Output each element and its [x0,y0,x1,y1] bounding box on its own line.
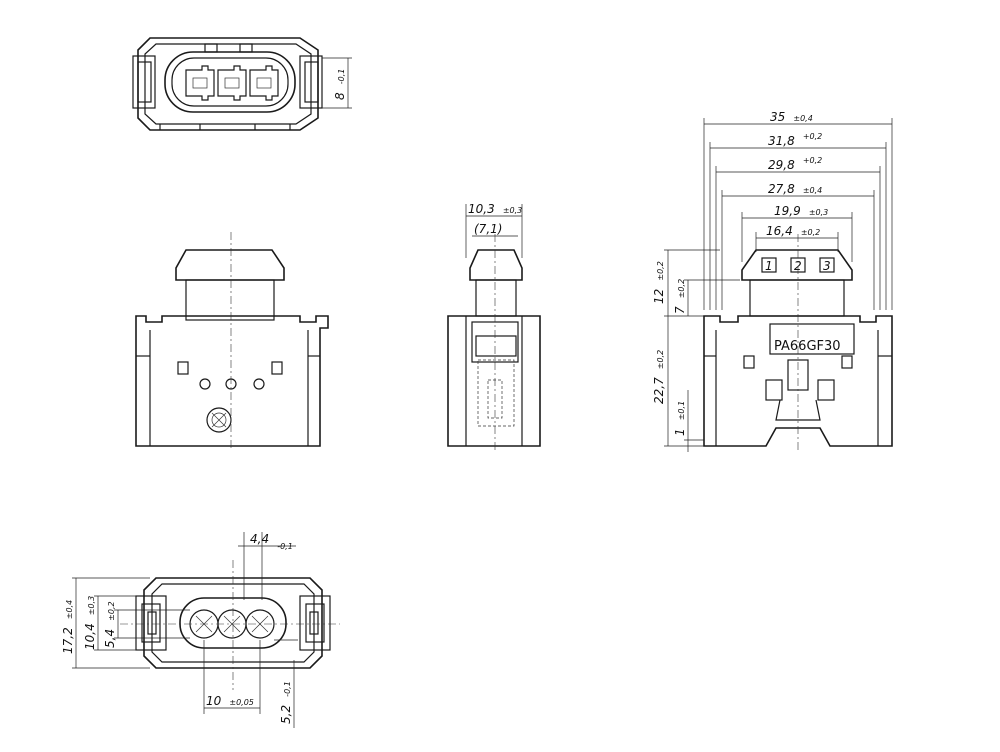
side-width-dim: 10,3 ±0,3 [468,198,522,217]
side-ref-dim: (7,1) [474,222,502,236]
pin-label-3: 3 [823,259,831,273]
dim-31-8: 31,8 +0,2 [768,130,822,149]
pin-label-1: 1 [765,259,773,273]
dim-7: 7 ±0,2 [669,279,688,314]
dim-16-4: 16,4 ±0,2 [766,220,820,239]
dim-22-7: 22,7 ±0,2 [648,350,667,404]
top-height-dim: 8 -0,1 [329,69,348,100]
dim-29-8: 29,8 +0,2 [768,154,822,173]
top-view: 8 -0,1 [132,37,352,131]
side-view: 10,3 ±0,3 (7,1) [447,198,541,450]
dim-1: 1 ±0,1 [669,401,688,436]
bottom-view: 4,4 -0,1 17,2 ±0,4 10,4 ±0,3 5,4 ±0,2 [57,528,340,728]
right-view: 1 2 3 PA66GF30 35 ±0,4 31,8 +0,2 [648,106,893,452]
dim-5-4: 5,4 ±0,2 [99,601,118,648]
dim-17-2: 17,2 ±0,4 [57,600,76,654]
dim-10-pitch: 10 ±0,05 [206,690,254,709]
dim-10-4: 10,4 ±0,3 [79,596,98,650]
dim-19-9: 19,9 ±0,3 [774,200,828,219]
dim-12: 12 ±0,2 [648,261,667,304]
front-view [135,232,329,448]
dim-4-4: 4,4 -0,1 [250,528,293,551]
dim-27-8: 27,8 ±0,4 [768,178,822,197]
dim-35: 35 ±0,4 [770,106,813,125]
dim-5-2: 5,2 -0,1 [275,681,294,724]
material-label: PA66GF30 [774,339,841,354]
